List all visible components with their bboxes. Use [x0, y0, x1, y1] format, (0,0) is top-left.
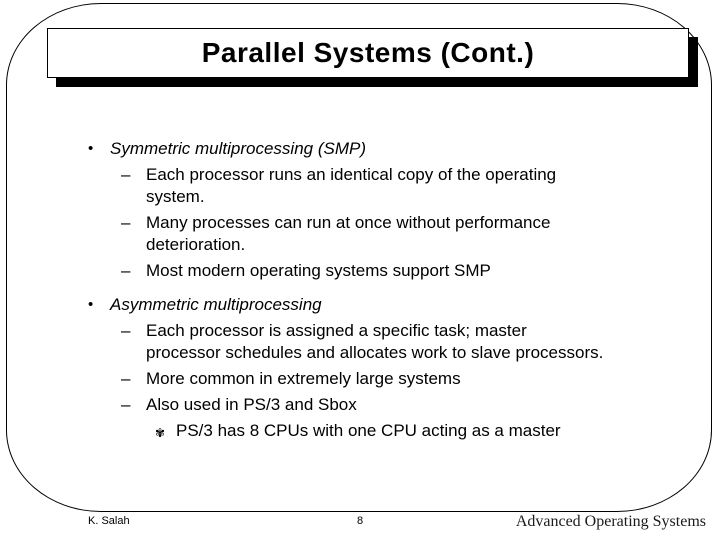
bullet-item: ✾ PS/3 has 8 CPUs with one CPU acting as … — [0, 420, 720, 442]
bullet-section: •Asymmetric multiprocessing–Each process… — [0, 294, 720, 442]
bullet-dot-icon: • — [88, 140, 94, 157]
bullet-item: –Many processes can run at once without … — [0, 212, 720, 256]
bullet-section: •Symmetric multiprocessing (SMP)–Each pr… — [0, 138, 720, 282]
bullet-item: –Also used in PS/3 and Sbox — [0, 394, 720, 416]
footer-page-number: 8 — [356, 515, 364, 527]
bullet-item: –Each processor is assigned a specific t… — [0, 320, 720, 364]
bullet-text: Each processor is assigned a specific ta… — [146, 321, 604, 362]
bullet-text: More common in extremely large systems — [146, 369, 461, 388]
dash-bullet-icon: – — [121, 165, 131, 184]
footer-course: Advanced Operating Systems — [515, 513, 706, 530]
dash-bullet-icon: – — [121, 369, 131, 388]
footer-author: K. Salah — [88, 515, 130, 527]
bullet-text: Each processor runs an identical copy of… — [146, 165, 557, 206]
bullet-item: • Asymmetric multiprocessing — [0, 294, 720, 316]
dash-bullet-icon: – — [121, 213, 131, 232]
slide-title: Parallel Systems (Cont.) — [201, 37, 535, 68]
bullet-item: –Each processor runs an identical copy o… — [0, 164, 720, 208]
slide-border-frame — [6, 3, 712, 512]
bullet-text: Many processes can run at once without p… — [146, 213, 551, 254]
slide-body: •Symmetric multiprocessing (SMP)–Each pr… — [0, 138, 720, 446]
bullet-text: Most modern operating systems support SM… — [146, 261, 491, 280]
bullet-item: • Symmetric multiprocessing (SMP) — [0, 138, 720, 160]
bullet-text: Asymmetric multiprocessing — [110, 295, 322, 314]
bullet-text: PS/3 has 8 CPUs with one CPU acting as a… — [176, 421, 561, 440]
dash-bullet-icon: – — [121, 261, 131, 280]
bullet-dot-icon: • — [88, 296, 94, 313]
bullet-text: Symmetric multiprocessing (SMP) — [110, 139, 366, 158]
slide-title-box: Parallel Systems (Cont.) — [47, 28, 689, 78]
dash-bullet-icon: – — [121, 395, 131, 414]
bullet-text: Also used in PS/3 and Sbox — [146, 395, 357, 414]
dash-bullet-icon: – — [121, 321, 131, 340]
bullet-item: –Most modern operating systems support S… — [0, 260, 720, 282]
bullet-item: –More common in extremely large systems — [0, 368, 720, 390]
florette-bullet-icon: ✾ — [155, 426, 166, 440]
